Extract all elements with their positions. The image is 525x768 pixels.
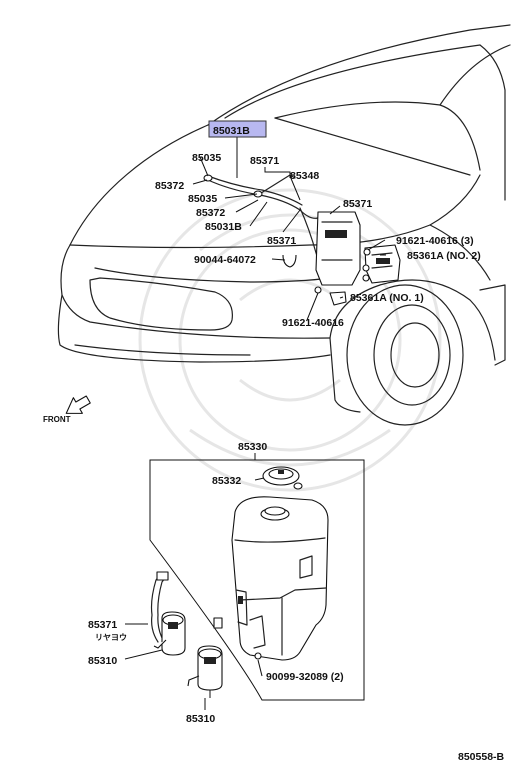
watermark-emblem (138, 188, 442, 492)
front-washer-jar (282, 211, 401, 306)
label-85361a-no2[interactable]: 85361A (NO. 2) (407, 250, 481, 262)
label-85372-a[interactable]: 85372 (155, 180, 184, 192)
label-85310-a[interactable]: 85310 (88, 655, 117, 667)
label-85348[interactable]: 85348 (290, 170, 319, 182)
label-85371-b[interactable]: 85371 (343, 198, 372, 210)
label-85035-a[interactable]: 85035 (192, 152, 221, 164)
reservoir-cap-85332 (262, 466, 303, 490)
washer-pump-85310-b (187, 617, 223, 698)
label-91621-40616-3[interactable]: 91621-40616 (3) (396, 235, 474, 247)
label-85361a-no1[interactable]: 85361A (NO. 1) (350, 292, 424, 304)
label-85031b-highlight[interactable]: 85031B (213, 125, 250, 137)
label-85372-b[interactable]: 85372 (196, 207, 225, 219)
leader-lines-top (192, 137, 386, 321)
label-85332[interactable]: 85332 (212, 475, 241, 487)
highlight-box (208, 120, 267, 138)
label-85371-d[interactable]: 85371 (88, 619, 117, 631)
label-85310-b[interactable]: 85310 (186, 713, 215, 725)
label-85035-b[interactable]: 85035 (188, 193, 217, 205)
car-body-illustration (57, 24, 511, 426)
label-riyayou: リヤヨウ (95, 633, 127, 642)
label-85330[interactable]: 85330 (238, 441, 267, 453)
label-85371-c[interactable]: 85371 (267, 235, 296, 247)
washer-reservoir-85330 (231, 496, 329, 661)
front-direction-arrow (65, 395, 91, 414)
assembly-bracket-85330 (149, 459, 365, 701)
washer-pump-85310-a (150, 571, 186, 656)
diagram-code: 850558-B (458, 751, 505, 763)
front-label: FRONT (43, 415, 71, 424)
label-90099-32089[interactable]: 90099-32089 (2) (266, 671, 344, 683)
label-91621-40616[interactable]: 91621-40616 (282, 317, 344, 329)
label-85031b[interactable]: 85031B (205, 221, 242, 233)
label-90044-64072[interactable]: 90044-64072 (194, 254, 256, 266)
label-85371-a[interactable]: 85371 (250, 155, 279, 167)
